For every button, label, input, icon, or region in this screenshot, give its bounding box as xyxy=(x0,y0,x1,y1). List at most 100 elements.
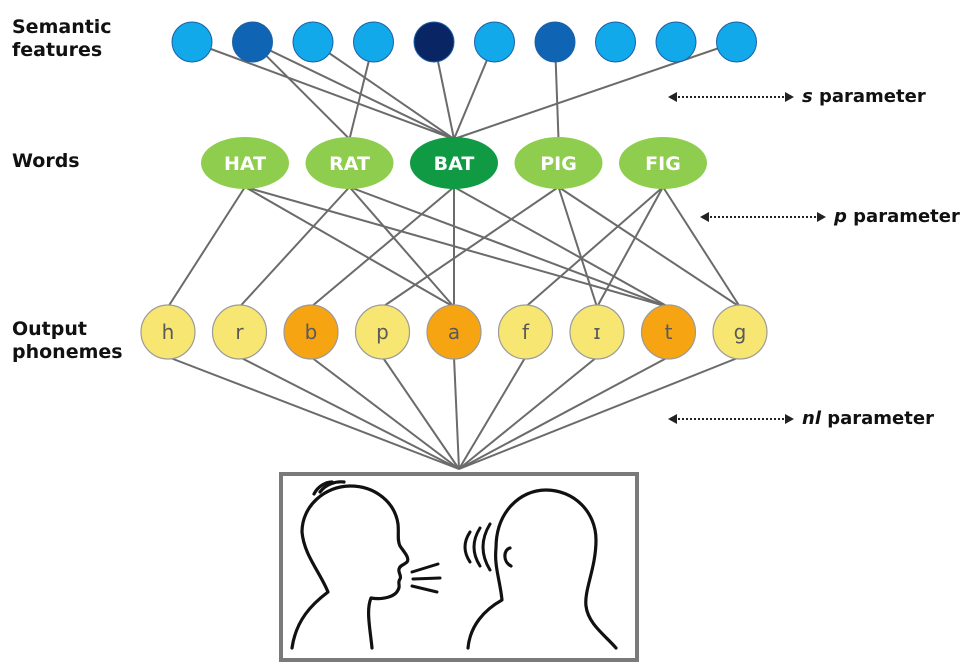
phoneme-node-circle xyxy=(354,304,411,360)
phoneme-node-circle xyxy=(426,304,482,360)
phoneme-output-edge xyxy=(458,356,527,470)
semantic-feature-node xyxy=(232,21,273,63)
speaker-listener-illustration xyxy=(279,472,639,662)
phoneme-node-circle xyxy=(211,304,268,360)
word-node-ellipse xyxy=(201,137,289,189)
word-node-rat: RAT xyxy=(305,137,394,189)
nl-parameter-var: nl xyxy=(802,408,821,429)
feature-word-edge xyxy=(191,41,455,140)
p-parameter-var: p xyxy=(834,206,847,227)
speaker-head-icon xyxy=(290,480,410,650)
phoneme-node-circle xyxy=(712,304,768,360)
p-parameter-annotation: p parameter xyxy=(700,206,960,227)
s-parameter-annotation: s parameter xyxy=(668,86,926,107)
phoneme-node: g xyxy=(712,304,768,360)
semantic-features-label: Semantic features xyxy=(12,16,112,62)
phoneme-node: p xyxy=(354,304,411,360)
illustration-frame xyxy=(279,472,639,662)
phoneme-output-edge xyxy=(239,356,460,470)
semantic-feature-node xyxy=(413,21,455,63)
semantic-feature-node xyxy=(474,21,515,63)
nl-parameter-annotation: nl parameter xyxy=(668,408,934,429)
word-phoneme-edge xyxy=(557,186,741,308)
phoneme-output-edge xyxy=(453,356,460,470)
s-parameter-var: s xyxy=(802,86,813,107)
sound-waves-icon xyxy=(463,522,492,572)
feature-word-edge xyxy=(251,41,351,140)
listener-head-icon xyxy=(466,488,618,650)
word-phoneme-edge xyxy=(349,186,669,308)
word-nodes: HAT RAT BAT PIG FIG xyxy=(201,137,707,189)
word-phoneme-edge xyxy=(524,186,664,308)
phoneme-node: h xyxy=(140,304,196,360)
semantic-feature-nodes xyxy=(171,21,757,63)
s-parameter-text: parameter xyxy=(812,86,926,107)
words-label-text: Words xyxy=(12,150,80,172)
semantic-feature-node xyxy=(534,21,576,63)
word-phoneme-edge xyxy=(348,186,455,308)
phoneme-node: r xyxy=(211,304,268,360)
word-node-ellipse xyxy=(410,137,498,189)
word-node-ellipse xyxy=(619,137,707,189)
phoneme-node-circle xyxy=(569,304,625,360)
nl-parameter-text: parameter xyxy=(820,408,934,429)
phoneme-output-edge xyxy=(381,356,460,470)
semantic-feature-node xyxy=(353,21,394,63)
feature-word-edges xyxy=(191,41,737,140)
word-phoneme-edge xyxy=(238,186,351,308)
phoneme-output-edges xyxy=(167,356,741,470)
feature-word-edge xyxy=(453,41,737,140)
word-node-hat: HAT xyxy=(201,137,289,189)
p-parameter-text: parameter xyxy=(846,206,960,227)
word-node-fig: FIG xyxy=(619,137,707,189)
word-phoneme-edge xyxy=(167,186,246,308)
semantic-feature-node xyxy=(655,21,697,63)
phoneme-output-edge xyxy=(167,356,460,470)
phoneme-node: b xyxy=(283,304,339,360)
double-arrow-icon xyxy=(700,212,826,222)
phoneme-node: f xyxy=(497,304,554,360)
output-label-line2: phonemes xyxy=(12,341,123,363)
word-phoneme-edge xyxy=(596,186,664,308)
double-arrow-icon xyxy=(668,414,794,424)
word-phoneme-edge xyxy=(244,186,669,308)
phoneme-node: t xyxy=(640,304,697,360)
word-phoneme-edge xyxy=(244,186,455,308)
phoneme-output-edge xyxy=(458,356,598,470)
semantic-feature-node xyxy=(292,21,334,63)
double-arrow-icon xyxy=(668,92,794,102)
speech-lines-icon xyxy=(410,562,442,594)
phoneme-output-edge xyxy=(310,356,460,470)
output-label-line1: Output xyxy=(12,318,87,340)
word-phoneme-edge xyxy=(310,186,455,308)
semantic-feature-node xyxy=(171,21,213,63)
phoneme-output-edge xyxy=(458,356,741,470)
semantic-feature-node xyxy=(716,21,757,63)
feature-word-edge xyxy=(252,41,455,140)
words-label: Words xyxy=(12,150,80,173)
word-phoneme-edge xyxy=(381,186,560,308)
output-phonemes-label: Output phonemes xyxy=(12,318,123,364)
word-phoneme-edge xyxy=(557,186,598,308)
phoneme-node-circle xyxy=(640,304,697,360)
phoneme-output-edge xyxy=(458,356,669,470)
phoneme-node-circle xyxy=(283,304,339,360)
semantic-label-line1: Semantic xyxy=(12,16,112,38)
phoneme-node: a xyxy=(426,304,482,360)
phoneme-node-circle xyxy=(497,304,554,360)
word-node-pig: PIG xyxy=(514,137,603,189)
word-node-ellipse xyxy=(514,137,603,189)
word-phoneme-edges xyxy=(167,186,741,308)
phoneme-node: ɪ xyxy=(569,304,625,360)
word-phoneme-edge xyxy=(662,186,741,308)
phoneme-node-circle xyxy=(140,304,196,360)
word-node-ellipse xyxy=(305,137,394,189)
semantic-label-line2: features xyxy=(12,39,103,61)
word-phoneme-edge xyxy=(453,186,669,308)
word-node-bat: BAT xyxy=(410,137,498,189)
feature-word-edge xyxy=(312,41,455,140)
semantic-feature-node xyxy=(595,21,636,63)
